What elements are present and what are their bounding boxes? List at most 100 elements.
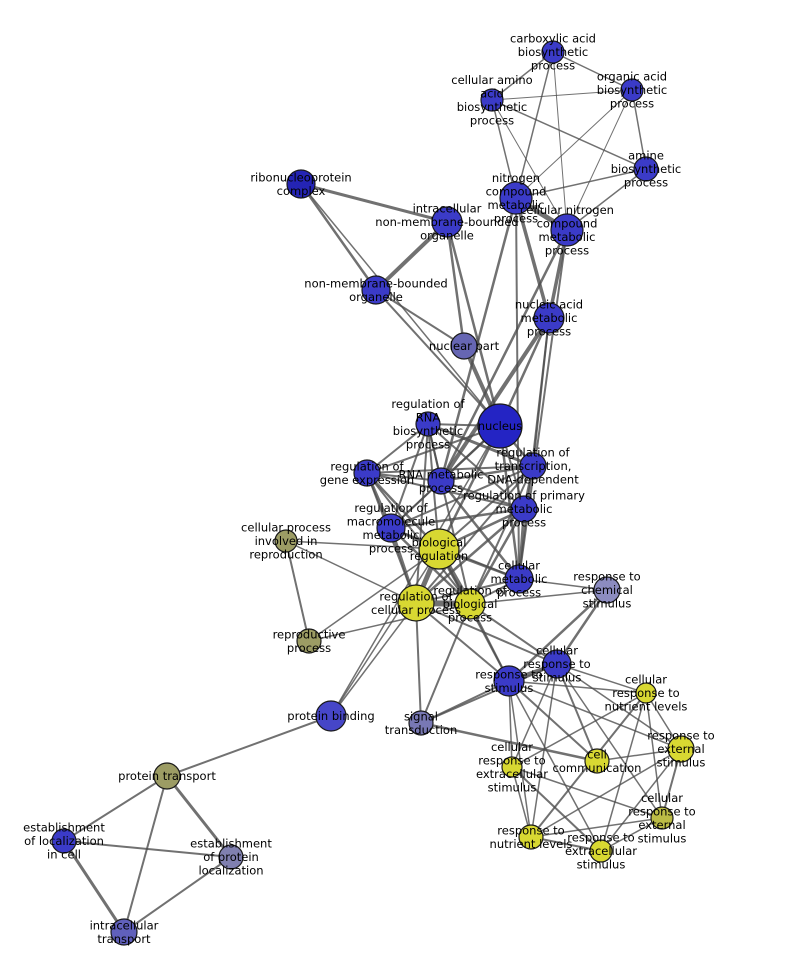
edge-regtranscription--rnametab <box>439 464 535 483</box>
node-cellrespstim[interactable] <box>542 649 572 679</box>
node-ribonucleo[interactable] <box>286 169 316 199</box>
node-cellrespnutrient[interactable] <box>635 682 657 704</box>
node-intratransport[interactable] <box>110 918 138 946</box>
edge-respchem--cellrespstim <box>555 588 609 666</box>
edge-reproproc--bioreg <box>308 548 440 642</box>
edge-estlocalization--intratransport <box>62 839 126 934</box>
edge-respstim--respextracell <box>508 680 602 852</box>
node-regmacro[interactable] <box>376 513 406 543</box>
edges-layer <box>62 51 682 934</box>
node-respextracell[interactable] <box>589 839 613 863</box>
edge-cellrespstim--regbioproc <box>469 603 558 665</box>
node-proteintransport[interactable] <box>153 762 181 790</box>
node-organelle[interactable] <box>361 275 391 305</box>
node-regrna[interactable] <box>415 411 441 437</box>
node-nucleicacid[interactable] <box>533 302 565 334</box>
edge-organicacid--celnitrogen <box>566 89 633 231</box>
edge-cellcomm--respexternal <box>596 748 682 762</box>
node-respnutrient[interactable] <box>518 824 544 850</box>
edge-signaltrans--regbioproc <box>420 603 471 724</box>
edge-aminoacid--nitrogen <box>491 99 517 199</box>
node-nuclearpart[interactable] <box>450 332 478 360</box>
node-estproteinloc[interactable] <box>218 844 244 870</box>
edge-regprimary--regmacro <box>389 507 526 530</box>
node-reproproc[interactable] <box>296 628 322 654</box>
edge-nucleus--bioreg <box>437 424 502 551</box>
edge-proteintransport--estproteinloc <box>165 774 233 859</box>
node-rnametab[interactable] <box>427 467 455 495</box>
node-cellcomm[interactable] <box>584 748 610 774</box>
node-celmetab[interactable] <box>504 564 534 594</box>
edge-nitrogen--nucleicacid <box>514 196 551 320</box>
node-cellrespextracell[interactable] <box>501 756 523 778</box>
edge-respstim--respnutrient <box>508 680 532 838</box>
node-respchem[interactable] <box>593 576 621 604</box>
node-celnitrogen[interactable] <box>550 213 584 247</box>
edge-aminoacid--amine <box>491 99 647 170</box>
node-intraorganelle[interactable] <box>431 206 463 238</box>
edge-respchem--respstim <box>507 588 609 683</box>
edge-ribonucleo--organelle <box>299 182 378 292</box>
edge-cellrespstim--signaltrans <box>420 663 558 724</box>
node-reggene[interactable] <box>353 459 381 487</box>
edge-reproproc--regbioproc <box>308 603 471 642</box>
edge-cellrespnutrient--cellrespexternal <box>645 692 663 819</box>
edge-regtranscription--bioreg <box>438 465 534 550</box>
node-amine[interactable] <box>633 156 659 182</box>
edge-regtranscription--regmacro <box>390 465 534 529</box>
node-proteinbinding[interactable] <box>315 700 347 732</box>
edge-cellrespextracell--cellrespexternal <box>511 766 663 819</box>
node-regprimary[interactable] <box>510 495 538 523</box>
edge-proteinbinding--proteintransport <box>166 715 332 777</box>
edge-cellrespnutrient--cellrespextracell <box>511 692 647 768</box>
nodes-layer <box>51 40 695 946</box>
node-cellrepro[interactable] <box>274 529 298 553</box>
node-respstim[interactable] <box>493 665 525 697</box>
node-carboxylic[interactable] <box>541 40 565 64</box>
edge-cellcomm--signaltrans <box>419 721 599 763</box>
edge-cellrespstim--cellrespnutrient <box>556 663 647 694</box>
edge-regrna--regtranscription <box>426 422 535 468</box>
edge-cellrespstim--cellrespextracell <box>511 663 558 768</box>
node-signaltrans[interactable] <box>408 710 434 736</box>
edge-regtranscription--regcellproc <box>415 465 534 604</box>
node-estlocalization[interactable] <box>51 828 77 854</box>
edge-organicacid--aminoacid <box>491 89 633 101</box>
edge-amine--nitrogen <box>515 168 647 199</box>
edge-carboxylic--organicacid <box>552 51 633 91</box>
edge-ribonucleo--intraorganelle <box>299 182 449 224</box>
edge-aminoacid--celnitrogen <box>491 99 568 231</box>
edge-respstim--cellcomm <box>508 680 598 762</box>
edge-organicacid--amine <box>631 89 647 170</box>
edge-respexternal--respnutrient <box>530 748 682 838</box>
node-aminoacid[interactable] <box>480 88 504 112</box>
node-regcellproc[interactable] <box>397 584 435 622</box>
node-respexternal[interactable] <box>667 735 695 763</box>
node-nitrogen[interactable] <box>499 181 533 215</box>
edge-celnitrogen--celmetab <box>518 229 568 580</box>
node-bioreg[interactable] <box>418 528 460 570</box>
edge-organicacid--nitrogen <box>515 89 633 199</box>
node-cellrespexternal[interactable] <box>650 806 674 830</box>
edge-intraorganelle--nucleus <box>445 220 502 428</box>
edge-cellrepro--bioreg <box>285 540 440 550</box>
node-regbioproc[interactable] <box>454 588 486 620</box>
edge-estlocalization--estproteinloc <box>63 840 232 858</box>
edge-cellrespstim--cellcomm <box>556 663 598 762</box>
node-regtranscription[interactable] <box>519 452 547 480</box>
node-nucleus[interactable] <box>477 403 523 449</box>
node-organicacid[interactable] <box>620 78 644 102</box>
edge-nucleus--celmetab <box>498 424 521 581</box>
edge-regtranscription--regbioproc <box>469 465 534 605</box>
edge-respstim--cellrespnutrient <box>508 680 647 694</box>
edge-proteinbinding--nucleus <box>330 425 501 717</box>
edge-nucleicacid--rnametab <box>439 316 551 483</box>
edge-cellrespstim--respexternal <box>556 663 682 750</box>
edge-respexternal--respextracell <box>600 748 682 852</box>
edge-signaltrans--regcellproc <box>415 602 422 724</box>
edge-regtranscription--reggene <box>366 465 534 474</box>
edge-cellrespextracell--respextracell <box>511 766 602 852</box>
